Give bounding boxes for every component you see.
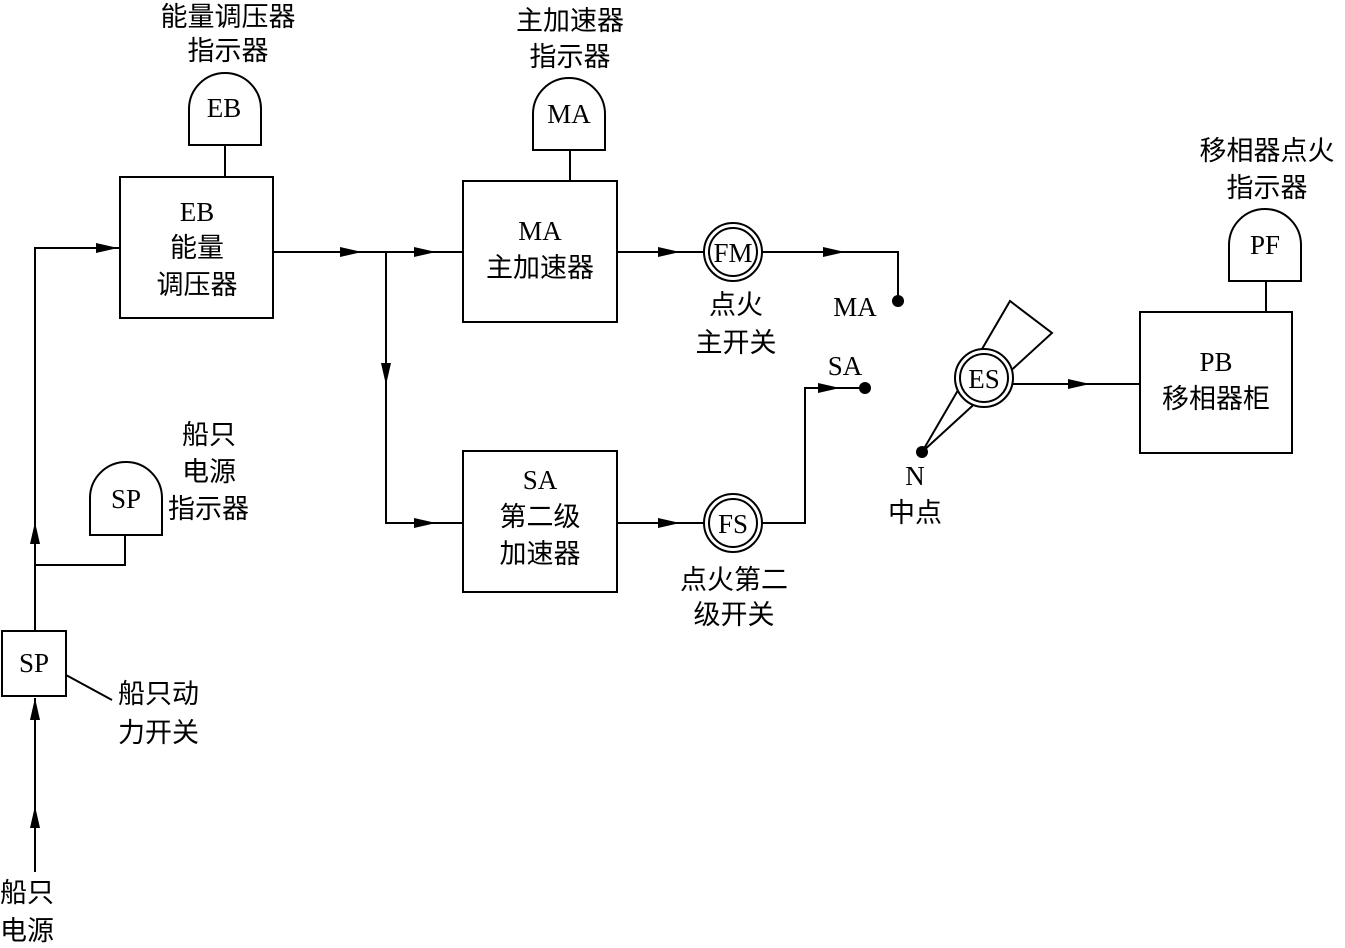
fs-code: FS [718,509,748,539]
sa-box [462,450,618,593]
ma-label: 主加速器 [486,253,594,284]
ma-main-accelerator-block: MA 主加速器 [462,180,618,323]
sa-terminal-dot [859,382,871,394]
eb-label-2: 调压器 [157,270,238,301]
ma-terminal-label: MA [833,292,877,322]
n-terminal-label: 中点 [888,498,942,529]
pf-indicator-label-1: 移相器点火 [1200,136,1335,167]
fm-label-2: 主开关 [696,328,777,359]
sp-indicator-label-1: 船只 [182,420,236,451]
ma-terminal-dot [892,295,904,307]
sp-indicator-lamp [89,461,163,536]
arrowhead [96,243,118,253]
ship-power-label-2: 电源 [0,916,54,947]
arrowhead [381,363,391,385]
n-terminal-code: N [905,461,925,491]
arrowhead [818,383,840,393]
eb-energy-regulator-block: EB 能量 调压器 [119,176,274,319]
sp-indicator: SP [89,461,163,536]
pf-indicator: PF [1228,208,1302,282]
arrowhead [414,247,436,257]
sa-label-1: 第二级 [500,502,581,533]
arrowhead [30,806,40,828]
sp-switch-leader [65,674,113,701]
ma-indicator-lamp [532,77,606,151]
eb-indicator: EB [188,72,262,146]
fm-label-1: 点火 [709,290,763,321]
sp-switch-code: SP [19,648,49,678]
sa-second-stage-accelerator-block: SA 第二级 加速器 [462,450,618,593]
sp-switch-box [1,630,67,697]
pb-code: PB [1199,347,1232,377]
ma-code: MA [518,216,562,246]
eb-indicator-code: EB [207,93,242,123]
arrowhead [1068,379,1090,389]
ma-box [462,180,618,323]
ma-indicator-code: MA [547,99,591,129]
fm-firing-main-switch: FM [703,222,763,282]
es-selector-switch: ES [921,299,1054,453]
eb-label-1: 能量 [170,233,224,264]
arrowhead [30,698,40,720]
arrowhead [658,247,680,257]
fs-firing-second-stage-switch: FS [703,493,763,553]
pf-indicator-label-2: 指示器 [1227,173,1308,204]
eb-box [119,176,274,319]
ship-power-label-1: 船只 [0,878,54,909]
sa-terminal-label: SA [828,351,863,381]
sp-indicator-tap-line [35,535,126,566]
ship-power-source: 船只 电源 [0,878,54,947]
es-outer-ring [954,348,1014,408]
pb-box [1139,311,1293,454]
eb-indicator-label-1: 能量调压器 [161,2,296,33]
ma-indicator-label-1: 主加速器 [516,6,624,37]
feeder-line-to-eb [34,247,120,631]
fs-to-sa-terminal-line [762,387,865,524]
pf-indicator-lamp [1228,208,1302,282]
fs-label-2: 级开关 [694,600,775,631]
fm-inner-ring [708,227,758,277]
sp-indicator-code: SP [111,484,141,514]
ma-indicator: MA [532,77,606,151]
sa-code: SA [523,465,558,495]
arrowhead [414,518,436,528]
n-terminal-dot [916,446,928,458]
pb-label: 移相器柜 [1162,384,1270,415]
eb-to-sa-line [385,252,463,524]
eb-indicator-lamp [188,72,262,146]
eb-indicator-label-2: 指示器 [188,36,269,67]
arrowhead [30,522,40,544]
eb-code: EB [180,197,215,227]
arrowhead [340,247,362,257]
sp-indicator-label-3: 指示器 [168,494,249,525]
sp-power-switch-block: SP [1,630,67,697]
pf-indicator-code: PF [1250,230,1280,260]
sa-label-2: 加速器 [500,539,581,570]
sp-indicator-label-2: 电源 [182,457,236,488]
arrowhead [658,518,680,528]
es-inner-ring [959,353,1009,403]
fs-inner-ring [708,498,758,548]
fm-code: FM [713,238,752,268]
fs-label-1: 点火第二 [680,565,788,596]
es-code: ES [968,364,1000,394]
fm-to-ma-terminal-line [762,251,899,300]
pb-phase-shifter-cabinet-block: PB 移相器柜 [1139,311,1293,454]
ship-power-switch-label-1: 船只动 [118,679,199,710]
ma-indicator-label-2: 指示器 [530,42,611,73]
arrowhead [823,247,845,257]
ship-power-switch-label-2: 力开关 [118,718,199,749]
